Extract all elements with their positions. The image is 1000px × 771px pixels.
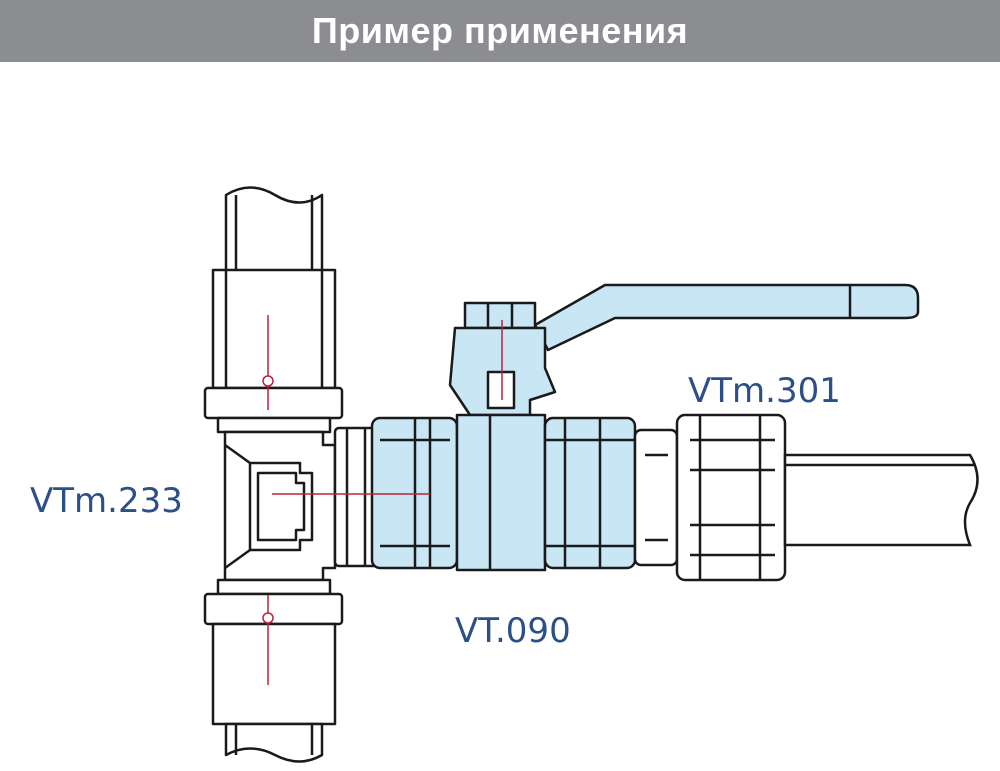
tee-body [223, 430, 337, 582]
valve-handle [533, 283, 920, 352]
label-ball-valve: VT.090 [455, 611, 571, 651]
compression-connector [633, 413, 787, 582]
header-banner: Пример применения [0, 0, 1000, 62]
vertical-pipe-bottom [211, 622, 337, 763]
axis-lines [262, 315, 503, 685]
label-connector: VTm.301 [688, 371, 841, 411]
vertical-pipe-top [211, 186, 337, 390]
tee-top-collar [203, 386, 344, 420]
ball-valve [370, 283, 920, 572]
label-tee: VTm.233 [30, 481, 183, 521]
horizontal-pipe [783, 453, 979, 547]
page-title: Пример применения [311, 10, 689, 51]
